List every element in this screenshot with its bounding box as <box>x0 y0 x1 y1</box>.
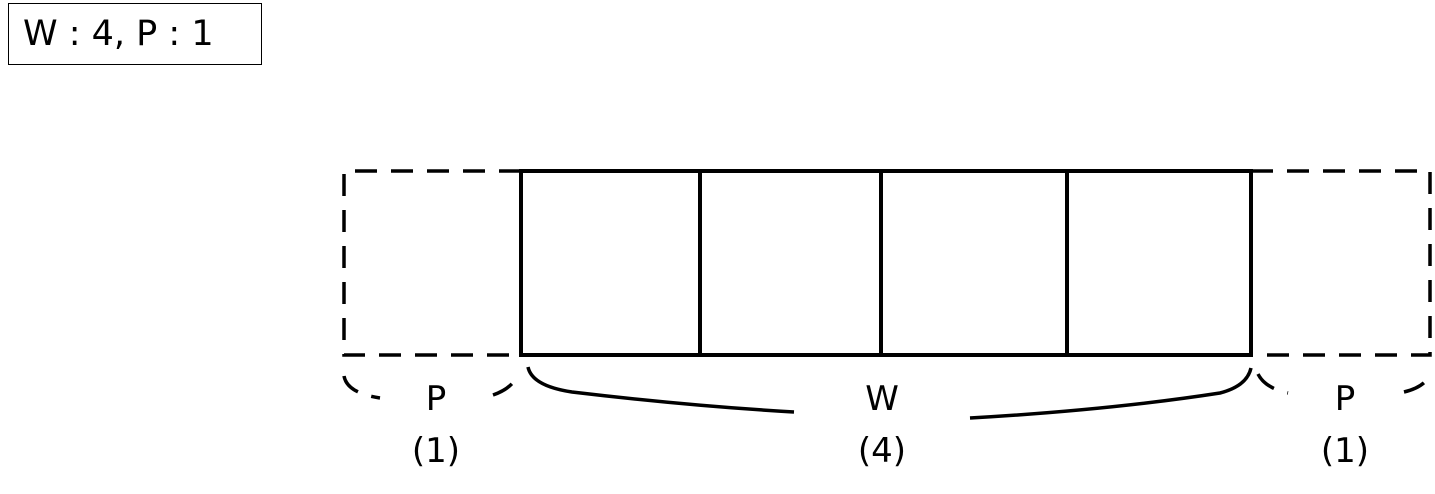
window-cells <box>519 169 1253 357</box>
right-padding-brace <box>1256 373 1431 395</box>
left-padding-count: (1) <box>412 431 460 471</box>
right-padding-cell <box>1251 169 1432 357</box>
left-padding-name: P <box>426 379 447 419</box>
right-padding-count: (1) <box>1321 431 1369 471</box>
window-count: (4) <box>858 431 906 471</box>
window-name: W <box>865 379 899 419</box>
window-outline <box>519 169 1253 357</box>
left-padding-cell <box>342 169 521 357</box>
left-padding-brace <box>342 373 520 400</box>
parameter-label: W : 4, P : 1 <box>8 3 262 65</box>
window-brace <box>526 366 1253 420</box>
right-padding-name: P <box>1335 379 1356 419</box>
